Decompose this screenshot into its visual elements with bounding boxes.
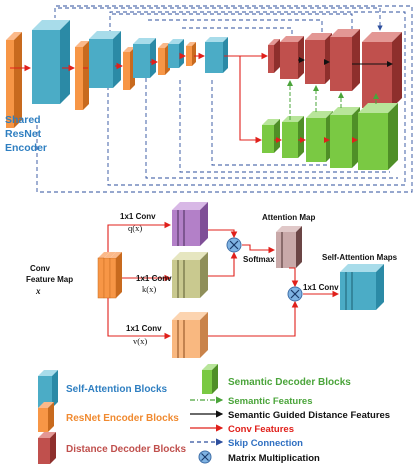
resnet-block-2 bbox=[75, 41, 89, 110]
distance-block-2 bbox=[305, 33, 332, 84]
input-label-line1: Conv bbox=[30, 264, 51, 273]
legend-distance-label: Distance Decoder Blocks bbox=[66, 444, 186, 455]
legend-self-attention-label: Self-Attention Blocks bbox=[66, 384, 168, 395]
distance-block-1 bbox=[268, 39, 280, 73]
semantic-block-5 bbox=[358, 103, 398, 170]
semantic-guided-flow bbox=[298, 57, 393, 67]
distance-block-1b bbox=[280, 36, 304, 79]
self-attention-top-3 bbox=[133, 38, 156, 78]
attention-map-label: Attention Map bbox=[262, 213, 315, 222]
skip-connections bbox=[36, 5, 413, 193]
self-attention-top-4 bbox=[168, 39, 184, 68]
distance-block-4 bbox=[362, 32, 402, 108]
legend-distance-swatch bbox=[38, 432, 56, 464]
legend-semantic-features-label: Semantic Features bbox=[228, 396, 312, 407]
input-label-x: x bbox=[35, 286, 41, 296]
matmul-op-2 bbox=[287, 286, 303, 302]
semantic-decoder-blocks bbox=[262, 103, 398, 170]
legend-resnet-label: ResNet Encoder Blocks bbox=[66, 413, 179, 424]
encoder-label-line1: Shared bbox=[5, 114, 41, 126]
input-label-line2: Feature Map bbox=[26, 275, 73, 284]
self-attention-top-1 bbox=[32, 20, 70, 104]
legend-conv-label: Conv Features bbox=[228, 424, 294, 435]
legend-matmul-label: Matrix Multiplication bbox=[228, 453, 320, 464]
skip-connection-outer bbox=[36, 5, 413, 193]
matmul-op-1 bbox=[226, 237, 242, 253]
output-conv-label: 1x1 Conv bbox=[303, 283, 339, 292]
semantic-features-flow bbox=[287, 80, 379, 120]
k-func-label: k(x) bbox=[142, 284, 156, 294]
input-feature-map bbox=[97, 252, 122, 299]
self-attention-top-blocks bbox=[32, 20, 228, 104]
sa-maps-label: Self-Attention Maps bbox=[322, 253, 398, 262]
k-feature-block bbox=[172, 252, 208, 298]
q-conv-label: 1x1 Conv bbox=[120, 212, 156, 221]
resnet-block-5 bbox=[186, 42, 196, 66]
resnet-block-1 bbox=[6, 32, 22, 128]
k-conv-label: 1x1 Conv bbox=[136, 274, 172, 283]
legend-semantic-guided-label: Semantic Guided Distance Features bbox=[228, 410, 390, 421]
legend-skip-label: Skip Connection bbox=[228, 438, 303, 449]
encoder-label-line3: Encoder bbox=[5, 142, 47, 154]
semantic-block-2 bbox=[282, 116, 304, 158]
conv-feature-flow bbox=[10, 52, 269, 144]
legend-semantic-label: Semantic Decoder Blocks bbox=[228, 377, 351, 388]
legend-semantic-swatch bbox=[202, 364, 218, 394]
attention-flow-arrows bbox=[107, 221, 340, 340]
semantic-block-4 bbox=[330, 107, 360, 168]
softmax-label: Softmax bbox=[243, 255, 275, 264]
v-conv-label: 1x1 Conv bbox=[126, 324, 162, 333]
encoder-label-line2: ResNet bbox=[5, 128, 42, 140]
q-func-label: q(x) bbox=[128, 223, 142, 233]
self-attention-top-5 bbox=[205, 37, 228, 73]
self-attention-top-2 bbox=[89, 31, 121, 88]
legend-self-attention-swatch bbox=[38, 370, 58, 408]
v-func-label: v(x) bbox=[133, 336, 147, 346]
legend-matmul-icon bbox=[198, 450, 212, 464]
semantic-block-1 bbox=[262, 119, 280, 153]
q-feature-block bbox=[172, 202, 208, 246]
self-attention-maps-block bbox=[340, 264, 384, 310]
semantic-block-3 bbox=[306, 111, 333, 162]
legend: Self-Attention Blocks ResNet Encoder Blo… bbox=[38, 364, 390, 464]
distance-decoder-blocks bbox=[268, 29, 402, 108]
attention-map-block bbox=[276, 226, 302, 268]
legend-resnet-swatch bbox=[38, 402, 54, 432]
v-feature-block bbox=[172, 312, 208, 358]
distance-block-3 bbox=[330, 29, 360, 91]
